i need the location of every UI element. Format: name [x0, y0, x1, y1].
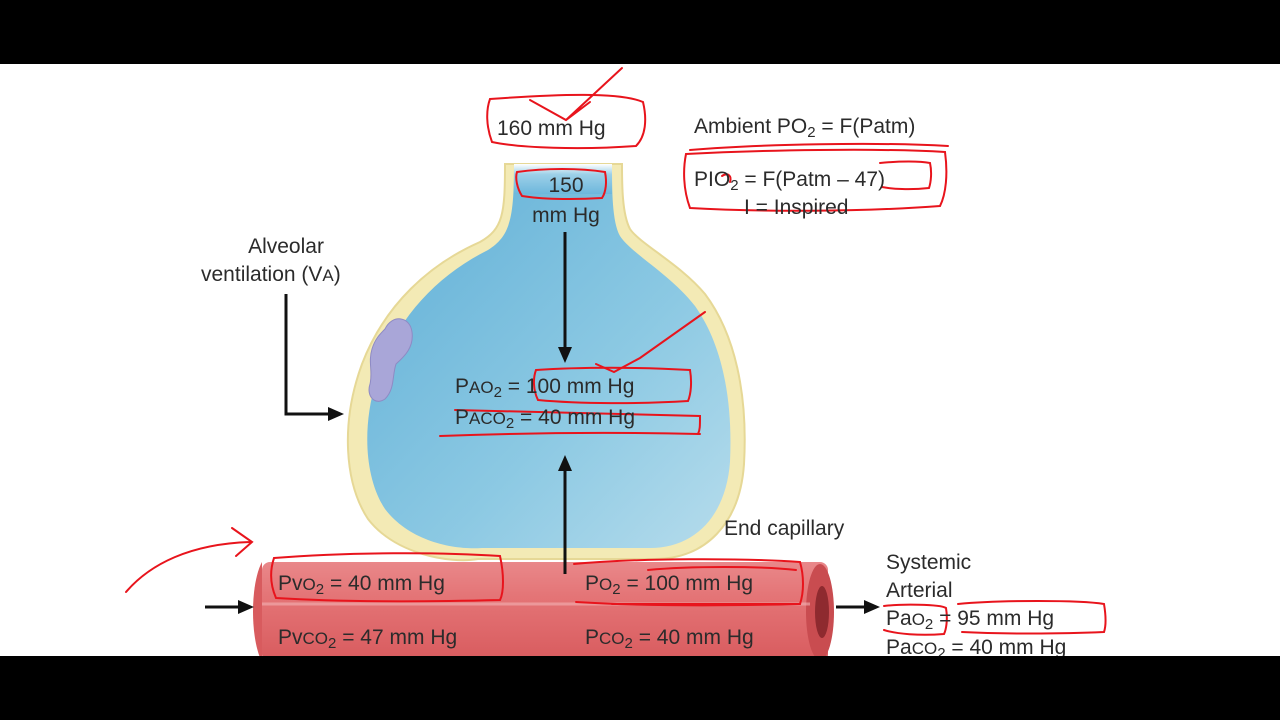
systemic-label: Systemic — [886, 551, 972, 574]
paco2-p: P — [455, 406, 470, 429]
pao2-art-o: O — [911, 610, 925, 629]
ventilation-text: ventilation ( — [201, 263, 309, 286]
capillary-lumen — [815, 586, 829, 638]
annotation-box-47 — [879, 160, 933, 191]
paco2-art-c: CO — [911, 639, 938, 656]
annotation-underline-ambient — [689, 142, 949, 151]
po2-value: = 100 mm Hg — [626, 572, 754, 595]
va-v: V — [308, 263, 323, 286]
alveolar-pco2: PACO2 = 40 mm Hg — [455, 406, 635, 431]
annotation-check — [529, 67, 623, 122]
pco2-p: P — [585, 626, 600, 649]
annotation-box-po2 — [573, 558, 804, 607]
alveolar-ventilation-line1: Alveolar — [248, 235, 324, 258]
annotation-box-95 — [957, 600, 1107, 635]
end-capillary-po2: PO2 = 100 mm Hg — [585, 572, 753, 597]
venous-po2: PvO2 = 40 mm Hg — [278, 572, 445, 597]
pvo2-p: Pv — [278, 572, 303, 595]
end-capillary-label: End capillary — [724, 517, 845, 540]
diagram-canvas — [125, 67, 1107, 656]
pio2-sub: 2 — [730, 177, 739, 194]
pvco2-sub: 2 — [328, 635, 337, 652]
annotation-box-pvo2 — [270, 552, 504, 603]
slide: 160 mm Hg 150 mm Hg Alveolar ventilation… — [0, 64, 1280, 656]
pvco2-p: Pv — [278, 626, 303, 649]
pao2-ao: AO — [469, 378, 494, 397]
pvco2-c: CO — [302, 629, 329, 648]
va-close: ) — [333, 263, 341, 286]
annotation-inflow-arrow — [125, 527, 254, 593]
annotation-underline-paco2 — [439, 431, 701, 437]
paco2-sub: 2 — [505, 415, 515, 432]
annotation-line-pao2 — [595, 311, 706, 374]
annotation-box-pao2-art — [883, 603, 948, 636]
paco2-value: = 40 mm Hg — [520, 406, 636, 429]
pvo2-o: O — [302, 575, 316, 594]
annotation-inner-po2 — [647, 566, 797, 571]
inspired-po2-unit: mm Hg — [532, 204, 600, 227]
pao2-p: P — [455, 375, 470, 398]
po2-sub: 2 — [612, 581, 621, 598]
ambient-po2-note: Ambient PO2 = F(Patm) — [694, 115, 916, 141]
pio2-eq: = F(Patm – 47) — [738, 168, 885, 191]
pvo2-sub: 2 — [315, 581, 325, 598]
pco2-value: = 40 mm Hg — [638, 626, 754, 649]
capillary-left-end — [253, 562, 262, 656]
alveolar-ventilation-line2: ventilation (VA) — [201, 263, 341, 288]
flow-arrows — [205, 232, 866, 609]
ambient-po2-text: Ambient PO — [694, 115, 808, 138]
alveolar-po2: PAO2 = 100 mm Hg — [455, 375, 634, 400]
pio2-text: PIO — [694, 168, 731, 191]
pao2-art-p: Pa — [886, 607, 912, 630]
paco2-art-sub: 2 — [937, 645, 946, 656]
annotation-box-150 — [515, 168, 607, 201]
paco2-art-p: Pa — [886, 636, 912, 656]
annotation-bracket-paco2 — [454, 409, 702, 435]
pvo2-value: = 40 mm Hg — [329, 572, 445, 595]
inspired-definition: I = Inspired — [744, 196, 849, 219]
paco2-aco: ACO — [469, 409, 506, 428]
arrow-heads — [238, 347, 880, 614]
po2-p: P — [585, 572, 600, 595]
annotation-box-pio2 — [683, 148, 948, 212]
inspired-po2-note: PIO2 = F(Patm – 47) — [694, 168, 885, 194]
annotations — [125, 67, 1107, 636]
pao2-sub: 2 — [493, 384, 502, 401]
venous-pco2: PvCO2 = 47 mm Hg — [278, 626, 457, 651]
ambient-po2-eq: = F(Patm) — [815, 115, 916, 138]
inspired-po2-value: 150 — [548, 174, 584, 197]
ambient-po2-sub: 2 — [807, 124, 816, 141]
arterial-po2: PaO2 = 95 mm Hg — [886, 607, 1054, 632]
pvco2-value: = 47 mm Hg — [342, 626, 458, 649]
pco2-c: CO — [599, 629, 625, 648]
ventilation-arrow — [284, 294, 330, 416]
annotation-mark-i — [721, 173, 732, 183]
pco2-sub: 2 — [624, 635, 633, 652]
arterial-pco2: PaCO2 = 40 mm Hg — [886, 636, 1066, 656]
capillary-body — [262, 562, 828, 656]
va-a: A — [322, 266, 334, 285]
pao2-art-value: = 95 mm Hg — [939, 607, 1055, 630]
pao2-art-sub: 2 — [924, 616, 934, 633]
po2-o: O — [599, 575, 613, 594]
pao2-value: = 100 mm Hg — [507, 375, 635, 398]
paco2-art-value: = 40 mm Hg — [951, 636, 1067, 656]
alveolus-lumen — [367, 164, 731, 549]
arterial-label: Arterial — [886, 579, 953, 602]
ambient-po2-value: 160 mm Hg — [497, 117, 606, 140]
end-capillary-pco2: PCO2 = 40 mm Hg — [585, 626, 754, 651]
alveolar-cell — [368, 318, 413, 402]
